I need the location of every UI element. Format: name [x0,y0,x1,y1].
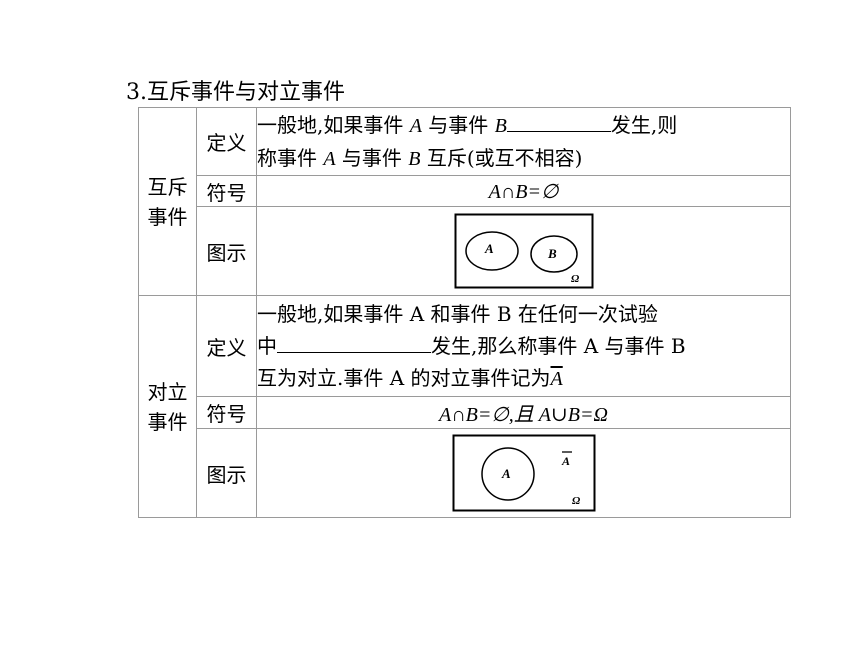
exclusive-diagram-label: 图示 [196,206,257,296]
universe-label: Ω [571,273,580,285]
opposite-definition-label: 定义 [196,295,257,397]
def-text: 互斥(或互不相容) [420,145,583,170]
opposite-category-line2: 事件 [147,409,188,434]
set-b-ellipse [529,235,578,273]
universe-rect [452,434,595,512]
exclusive-definition-row: 互斥 事件 定义 一般地,如果事件 A 与事件 B 发生,则 称事件 A 与事件 … [138,107,791,296]
def-text: 称事件 [257,145,324,170]
exclusive-definition-text: 一般地,如果事件 A 与事件 B 发生,则 称事件 A 与事件 B 互斥(或互不相… [256,107,791,176]
universe-label: Ω [572,495,581,507]
def-text: 与事件 [421,112,495,137]
set-a-ellipse [464,231,519,271]
set-a-circle [480,447,535,501]
var-b: B [494,114,507,137]
opposite-diagram-row: 图示 A A Ω [139,428,791,518]
def-text: 一般地,如果事件 [257,112,410,137]
opposite-category-line1: 对立 [147,379,188,404]
section-heading: 3.互斥事件与对立事件 [126,80,345,105]
def-text: 发生,则 [610,112,678,137]
set-a-label: A [484,241,494,256]
exclusive-diagram-row: 图示 A B Ω [139,206,791,296]
def-text: 与事件 [335,145,409,170]
exclusive-venn-diagram: A B Ω [454,213,593,289]
def-text: 互为对立.事件 A 的对立事件记为 [257,365,551,390]
opposite-symbol: A∩B=∅,且 A∪B=Ω [256,396,791,429]
exclusive-symbol-row: 符号 A∩B=∅ [139,175,791,207]
def-text: 一般地,如果事件 A 和事件 B 在任何一次试验 [257,301,658,326]
complement-label: A [561,454,570,468]
def-text: 中 [257,333,277,358]
exclusive-diagram-cell: A B Ω [256,206,791,296]
opposite-symbol-row: 符号 A∩B=∅,且 A∪B=Ω [139,396,791,429]
exclusive-symbol: A∩B=∅ [256,175,791,207]
opposite-definition-text: 一般地,如果事件 A 和事件 B 在任何一次试验 中 发生,那么称事件 A 与事件… [256,295,791,397]
fill-in-blank[interactable] [506,109,611,132]
opposite-definition-row: 对立 事件 定义 一般地,如果事件 A 和事件 B 在任何一次试验 中 发生,那么… [138,295,791,518]
set-a-label: A [501,466,511,481]
opposite-symbol-label: 符号 [196,396,257,429]
events-table: 互斥 事件 定义 一般地,如果事件 A 与事件 B 发生,则 称事件 A 与事件 … [138,107,791,518]
universe-rect [454,213,593,289]
var-a: A [409,114,422,137]
opposite-diagram-label: 图示 [196,428,257,518]
exclusive-symbol-label: 符号 [196,175,257,207]
opposite-diagram-cell: A A Ω [256,428,791,518]
set-b-label: B [547,246,557,261]
opposite-venn-diagram: A A Ω [452,434,595,512]
var-a: A [323,147,336,170]
def-text: 发生,那么称事件 A 与事件 B [431,333,686,358]
opposite-category-cell: 对立 事件 [138,295,197,518]
exclusive-category-line1: 互斥 [147,174,188,199]
complement-symbol: A [550,367,563,390]
exclusive-category-line2: 事件 [147,204,188,229]
fill-in-blank[interactable] [277,330,431,353]
var-b: B [408,147,421,170]
exclusive-definition-label: 定义 [196,107,257,176]
exclusive-category-cell: 互斥 事件 [138,107,197,296]
